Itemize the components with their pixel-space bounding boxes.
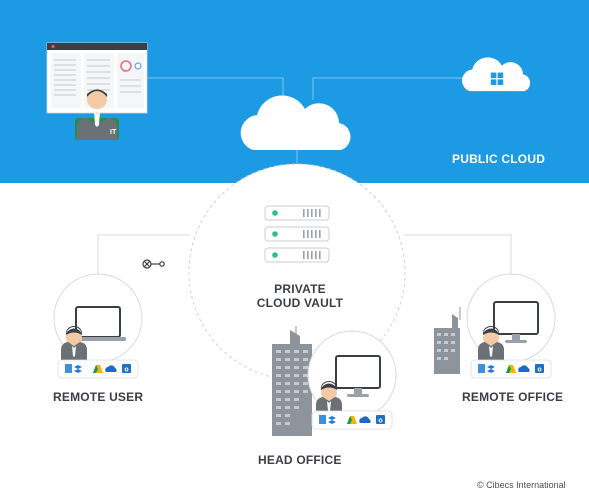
head-office-monitor-icon [335,355,381,397]
laptop-icon [70,306,126,341]
head-office-app-icons [311,410,393,430]
remote-office-node [434,273,556,379]
cloud-connectors [148,77,470,100]
remote-user-label: REMOTE USER [53,390,144,404]
private-label: PRIVATE [274,282,326,296]
public-cloud-label: PUBLIC CLOUD [452,152,546,166]
remote-office-app-icons [470,359,552,379]
it-admin-avatar [75,89,119,140]
windows-cloud-icon [462,57,531,92]
copyright-notice: © Cibecs International [477,480,566,490]
head-office-building-icon [272,326,312,436]
remote-user-app-icons [57,359,139,379]
remote-user-node [53,273,143,379]
admin-dashboard-window [46,42,148,114]
network-connectors [97,234,512,278]
remote-office-label: REMOTE OFFICE [462,390,564,404]
office-building-icon [434,307,461,374]
cloud-vault-label: CLOUD VAULT [256,296,344,310]
access-key-icon [142,259,165,269]
server-stack-icon [264,205,330,263]
it-badge: IT [110,129,117,136]
head-office-node [272,326,397,436]
desktop-monitor-icon [493,301,539,343]
head-office-label: HEAD OFFICE [258,453,342,467]
